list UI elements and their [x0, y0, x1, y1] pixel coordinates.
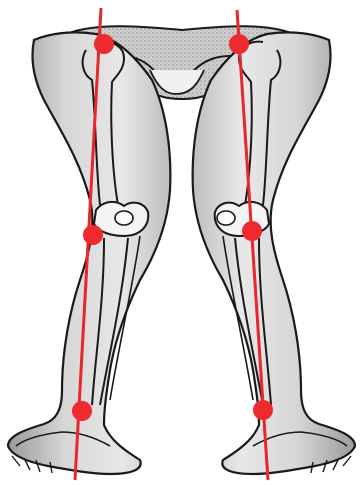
left-ankle-marker: [253, 400, 273, 420]
right-ankle-marker: [72, 401, 92, 421]
left-hip-marker: [229, 34, 249, 54]
left-knee-marker: [242, 221, 262, 241]
right-hip-marker: [94, 34, 114, 54]
right-knee-marker: [83, 225, 103, 245]
left-leg: [193, 32, 355, 474]
